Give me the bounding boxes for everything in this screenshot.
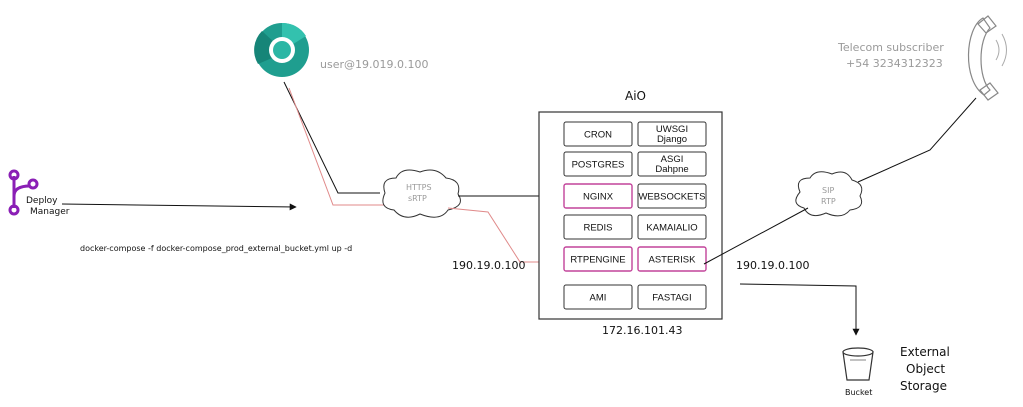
service-box-fastagi — [637, 284, 707, 310]
service-label-rtpengine: RTPENGINE — [570, 255, 625, 266]
storage-line2: Object — [906, 362, 945, 376]
service-box-uwsgi — [637, 121, 707, 147]
deploy-command: docker-compose -f docker-compose_prod_ex… — [80, 244, 352, 253]
service-label-asgi-sub: Dahpne — [655, 164, 688, 175]
phone-handset-icon — [967, 15, 1007, 101]
service-box-redis — [563, 214, 633, 240]
subscriber-to-sip-line — [857, 97, 977, 183]
https-cloud-line2: sRTP — [408, 194, 427, 203]
browser-black-line — [283, 81, 380, 194]
service-box-nginx — [563, 183, 633, 209]
service-box-websockets — [637, 183, 707, 209]
aio-ip: 172.16.101.43 — [602, 324, 682, 337]
service-box-ami — [563, 284, 633, 310]
service-label-postgres: POSTGRES — [572, 160, 625, 171]
left-ip-label: 190.19.0.100 — [452, 259, 525, 272]
service-box-asterisk — [637, 246, 707, 272]
sip-cloud-line1: SIP — [822, 186, 834, 195]
deploy-arrow — [61, 203, 297, 211]
git-branch-icon — [8, 169, 39, 216]
service-label-uwsgi: UWSGI — [656, 124, 688, 135]
right-ip-label: 190.19.0.100 — [736, 259, 809, 272]
service-label-nginx: NGINX — [583, 192, 614, 203]
service-label-websockets: WEBSOCKETS — [638, 192, 705, 203]
sip-to-asterisk-line — [703, 207, 809, 265]
service-label-uwsgi-sub: Django — [657, 134, 687, 145]
service-box-asgi — [637, 151, 707, 177]
sip-cloud-line2: RTP — [821, 197, 836, 206]
browser-icon — [254, 22, 309, 77]
deploy-manager-label-line1: Deploy — [26, 196, 58, 206]
service-label-ami: AMI — [590, 293, 607, 304]
subscriber-title: Telecom subscriber — [837, 41, 944, 54]
storage-line1: External — [900, 345, 950, 359]
service-box-cron — [563, 121, 633, 147]
service-label-cron: CRON — [584, 130, 612, 141]
subscriber-number: +54 3234312323 — [846, 57, 943, 70]
storage-line3: Storage — [900, 379, 947, 393]
deploy-manager-label-line2: Manager — [30, 207, 70, 217]
browser-user-label: user@19.019.0.100 — [320, 58, 428, 71]
aio-title: AiO — [625, 89, 646, 103]
service-label-redis: REDIS — [583, 223, 612, 234]
service-label-kamaialio: KAMAIALIO — [646, 223, 697, 234]
aio-to-bucket-arrow — [739, 283, 860, 336]
service-label-fastagi: FASTAGI — [652, 293, 691, 304]
bucket-icon — [842, 347, 874, 381]
service-box-postgres — [563, 151, 633, 177]
bucket-label: Bucket — [845, 388, 872, 397]
browser-red-line — [288, 87, 384, 206]
https-cloud — [382, 169, 461, 218]
service-box-rtpengine — [563, 246, 633, 272]
service-label-asgi: ASGI — [661, 154, 684, 165]
https-cloud-line1: HTTPS — [406, 183, 432, 192]
service-label-asterisk: ASTERISK — [649, 255, 697, 266]
sip-cloud — [795, 171, 863, 217]
service-box-kamaialio — [637, 214, 707, 240]
